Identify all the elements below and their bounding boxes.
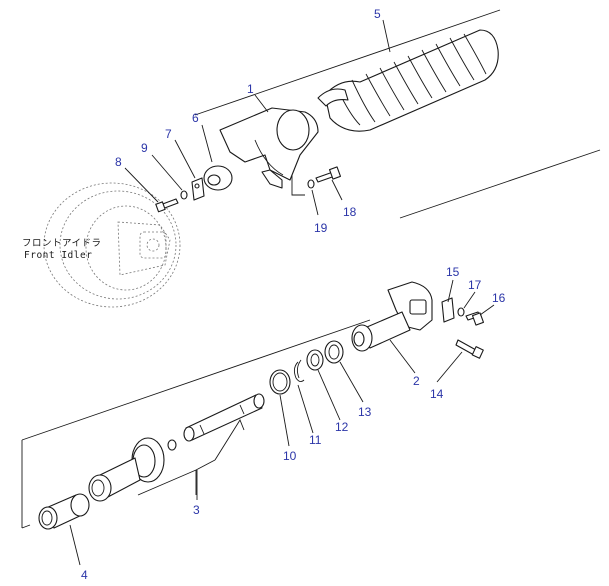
washer-part-17 [457, 307, 465, 317]
bolt-part-8 [155, 198, 179, 213]
callout-17[interactable]: 17 [468, 278, 482, 292]
bushing-part-4 [38, 493, 90, 530]
callout-19[interactable]: 19 [314, 221, 328, 235]
assembly-frame-lines [21, 9, 601, 529]
callout-16[interactable]: 16 [492, 291, 506, 305]
callouts: 5 1 6 7 9 8 18 19 15 17 16 2 14 13 12 11… [81, 7, 506, 582]
front-idler-label-english: Front Idler [24, 250, 92, 261]
callout-13[interactable]: 13 [358, 405, 372, 419]
recoil-spring-part-5 [317, 29, 499, 132]
callout-10[interactable]: 10 [283, 449, 297, 463]
callout-3[interactable]: 3 [193, 503, 200, 517]
front-idler-label-japanese: フロントアイドラ [22, 238, 102, 249]
leader-lines [69, 19, 495, 566]
cylinder-part-2 [351, 281, 433, 352]
callout-12[interactable]: 12 [335, 420, 349, 434]
front-idler-ghost [43, 182, 181, 308]
bolt-part-16 [465, 311, 485, 326]
callout-18[interactable]: 18 [343, 205, 357, 219]
callout-4[interactable]: 4 [81, 568, 88, 582]
callout-6[interactable]: 6 [192, 111, 199, 125]
bolt-part-18 [315, 166, 342, 183]
piston-rod-part-3 [88, 393, 265, 502]
callout-1[interactable]: 1 [247, 82, 254, 96]
callout-9[interactable]: 9 [141, 141, 148, 155]
washer-part-19 [307, 179, 315, 189]
washer-part-9 [180, 190, 188, 200]
callout-5[interactable]: 5 [374, 7, 381, 21]
ring-part-13 [324, 340, 344, 364]
callout-15[interactable]: 15 [446, 265, 460, 279]
lock-plate-part-7 [191, 177, 205, 201]
seal-part-10 [269, 369, 291, 395]
grease-fitting-part-14 [455, 339, 484, 359]
callout-8[interactable]: 8 [115, 155, 122, 169]
callout-7[interactable]: 7 [165, 127, 172, 141]
ring-part-12 [306, 349, 324, 371]
nut-part-6 [203, 165, 233, 191]
yoke-part-1 [219, 107, 319, 196]
snap-ring-part-11 [293, 359, 305, 383]
callout-14[interactable]: 14 [430, 387, 444, 401]
callout-2[interactable]: 2 [413, 374, 420, 388]
callout-11[interactable]: 11 [309, 433, 322, 447]
